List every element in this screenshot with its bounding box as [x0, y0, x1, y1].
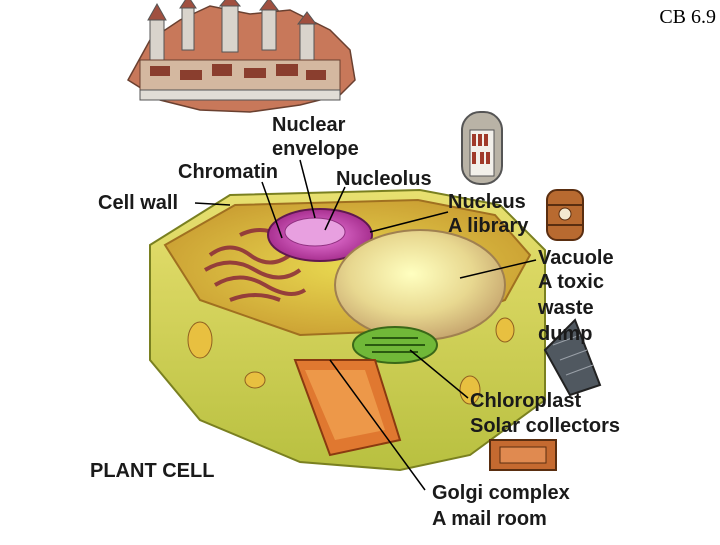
nucleus-analogy-label: A library [448, 215, 529, 237]
cell-illustration [149, 188, 546, 472]
bookshelf-icon [461, 111, 503, 185]
nucleolus-label: Nucleolus [336, 168, 432, 190]
plant-cell-title: PLANT CELL [90, 460, 215, 482]
nuclear-envelope-label: envelope [272, 138, 359, 160]
nuclear-envelope-label: Nuclear [272, 114, 346, 136]
toxic-barrel-icon [546, 189, 584, 241]
nucleus-label: Nucleus [448, 191, 526, 213]
chromatin-label: Chromatin [178, 161, 278, 183]
vacuole-label: Vacuole [538, 247, 614, 269]
vacuole-analogy-label: dump [538, 323, 593, 345]
leader-lines [194, 159, 537, 491]
cell-wall-label: Cell wall [98, 192, 179, 214]
golgi-analogy-label: A mail room [432, 508, 547, 530]
mailbox-icon [489, 439, 557, 471]
slide-code: CB 6.9 [659, 6, 716, 28]
city-illustration [127, 0, 356, 113]
vacuole-analogy-label: waste [538, 297, 594, 319]
solar-panel-icon [543, 318, 602, 397]
vacuole-analogy-label: A toxic [538, 271, 604, 293]
chloroplast-analogy-label: Solar collectors [470, 415, 621, 437]
golgi-complex-label: Golgi complex [432, 482, 570, 504]
chloroplast-label: Chloroplast [470, 390, 582, 412]
